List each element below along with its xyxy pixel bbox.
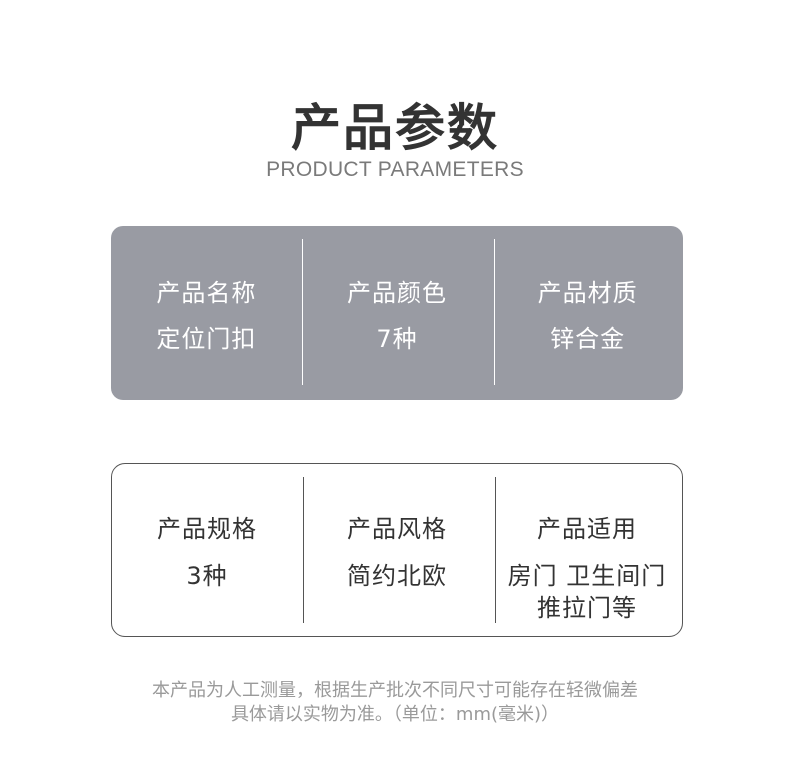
- param-value-line: 房门 卫生间门: [507, 562, 667, 590]
- param-value: 房门 卫生间门 推拉门等: [508, 560, 667, 624]
- cell-divider: [494, 239, 495, 385]
- disclaimer-line-1: 本产品为人工测量，根据生产批次不同尺寸可能存在轻微偏差: [152, 680, 638, 701]
- param-value: 锌合金: [550, 325, 626, 353]
- param-value: 7种: [376, 325, 418, 353]
- param-product-style: 产品风格 简约北欧: [302, 464, 492, 636]
- param-product-spec: 产品规格 3种: [112, 464, 302, 636]
- param-value-line: 推拉门等: [536, 594, 637, 622]
- cell-divider: [495, 477, 496, 623]
- param-value: 定位门扣: [156, 325, 257, 353]
- bottom-parameter-panel: 产品规格 3种 产品风格 简约北欧 产品适用 房门 卫生间门 推拉门等: [111, 463, 683, 637]
- param-value-line: 3种: [186, 562, 228, 590]
- param-label: 产品适用: [537, 515, 637, 543]
- param-label: 产品风格: [347, 515, 447, 543]
- param-value-line: 简约北欧: [347, 562, 447, 590]
- page-title: 产品参数: [291, 99, 499, 157]
- cell-divider: [302, 239, 303, 385]
- page-subtitle: PRODUCT PARAMETERS: [266, 158, 524, 181]
- param-product-color: 产品颜色 7种: [302, 226, 493, 400]
- param-product-usage: 产品适用 房门 卫生间门 推拉门等: [492, 464, 682, 636]
- param-value: 简约北欧: [347, 560, 447, 592]
- param-label: 产品规格: [157, 515, 257, 543]
- param-label: 产品名称: [156, 279, 257, 307]
- param-product-material: 产品材质 锌合金: [492, 226, 683, 400]
- param-product-name: 产品名称 定位门扣: [111, 226, 302, 400]
- top-parameter-panel: 产品名称 定位门扣 产品颜色 7种 产品材质 锌合金: [111, 226, 683, 400]
- param-label: 产品材质: [537, 279, 638, 307]
- param-value: 3种: [186, 560, 227, 592]
- disclaimer-line-2: 具体请以实物为准。（单位：mm(毫米)）: [230, 704, 560, 725]
- param-label: 产品颜色: [347, 279, 447, 307]
- cell-divider: [303, 477, 304, 623]
